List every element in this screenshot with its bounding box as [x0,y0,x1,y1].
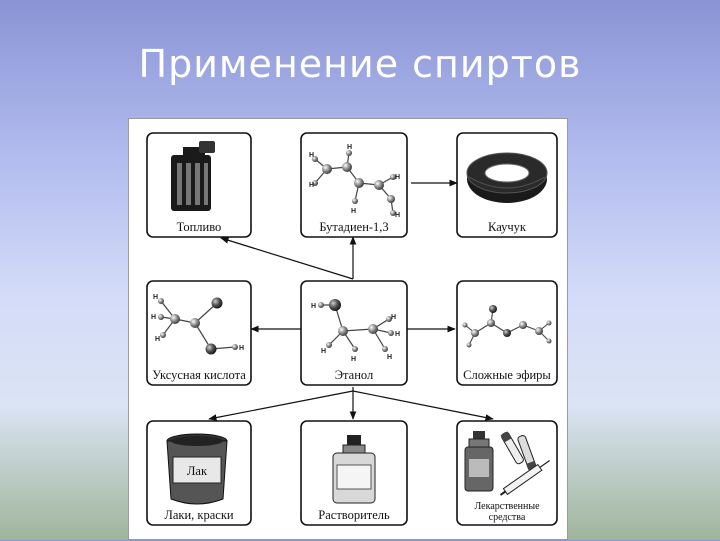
box-label: Этанол [335,368,373,382]
atom-h-label: H [155,336,160,343]
box-label: Топливо [177,220,222,234]
solvent-bottle-icon [332,435,376,504]
atom-h-label: H [311,303,316,310]
can-label: Лак [187,464,208,478]
atom-h-label: H [239,345,244,352]
slide-title: Применение спиртов [138,42,582,86]
atom-h-label: H [321,348,326,355]
acetic-acid-molecule-icon [158,297,238,355]
medicine-icon [464,431,550,496]
box-label: Уксусная кислота [152,368,246,382]
atom-h-label: H [351,208,356,215]
arrow-ethanol-to-medicine [352,390,494,421]
box-butadiene: H H H H H H Бутадиен-1,3 [300,132,408,238]
box-label-line2: средства [489,512,526,523]
box-label: Бутадиен-1,3 [319,220,388,234]
ester-molecule-icon [462,305,552,348]
arrow-ethanol-to-fuel [220,237,354,280]
diagram-panel: Топливо H H H H H H Бутадиен-1,3 [128,118,568,540]
box-rubber: Каучук [456,132,558,238]
atom-h-label: H [347,144,352,151]
ethanol-molecule-icon [318,299,394,352]
atom-h-label: H [387,354,392,361]
atom-h-label: H [309,182,314,189]
butadiene-molecule-icon [312,150,396,216]
tire-icon [466,152,548,203]
atom-h-label: H [153,294,158,301]
paint-bucket-icon [166,433,228,505]
box-label: Лаки, краски [164,508,234,522]
atom-h-label: H [351,356,356,363]
atom-h-label: H [395,212,400,219]
box-medicine: Лекарственные средства [456,420,558,526]
atom-h-label: H [151,314,156,321]
box-acetic: H H H H Уксусная кислота [146,280,252,386]
atom-h-label: H [309,152,314,159]
fuel-canister-icon [171,141,215,211]
box-paints: Лак Лаки, краски [146,420,252,526]
atom-h-label: H [395,174,400,181]
box-label: Каучук [488,220,527,234]
box-ethanol: H H H H H H Этанол [300,280,408,386]
box-fuel: Топливо [146,132,252,238]
atom-h-label: H [391,314,396,321]
arrows [208,179,494,421]
atom-h-label: H [395,331,400,338]
arrow-ethanol-to-paints [208,390,354,421]
box-label: Сложные эфиры [463,368,551,382]
box-solvent: Растворитель [300,420,408,526]
box-label: Растворитель [318,508,390,522]
ethanol-applications-diagram: Топливо H H H H H H Бутадиен-1,3 [146,132,558,526]
box-label-line1: Лекарственные [474,501,540,512]
box-esters: Сложные эфиры [456,280,558,386]
